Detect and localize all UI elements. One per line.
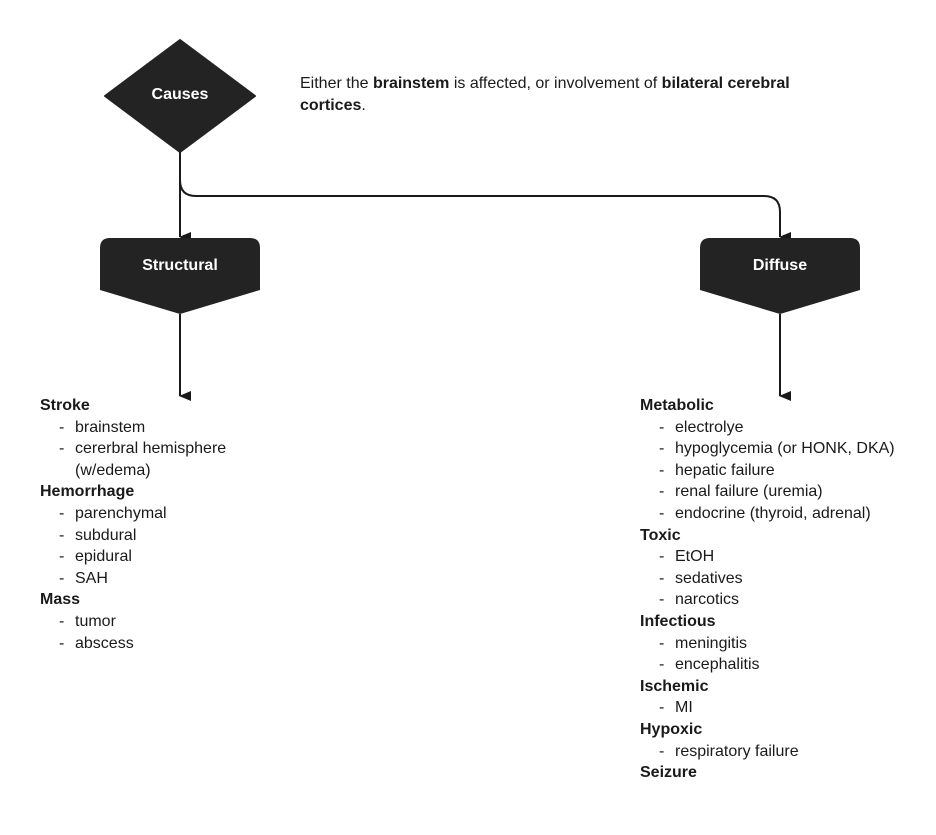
group-heading: Toxic <box>640 526 681 544</box>
group-heading: Infectious <box>640 612 716 630</box>
causes-note: Either the brainstem is affected, or inv… <box>300 73 820 117</box>
group-items: MI <box>640 697 930 719</box>
group-items: respiratory failure <box>640 741 930 763</box>
group-items: EtOHsedativesnarcotics <box>640 546 930 611</box>
list-item: parenchymal <box>40 503 280 525</box>
list-item: MI <box>640 697 930 719</box>
list-item: tumor <box>40 611 280 633</box>
list-item: renal failure (uremia) <box>640 481 930 503</box>
list-item: abscess <box>40 633 280 655</box>
list-item: cererbral hemisphere (w/edema) <box>40 438 280 481</box>
group-items: brainstemcererbral hemisphere (w/edema) <box>40 417 280 482</box>
group-heading: Ischemic <box>640 677 709 695</box>
structural-label: Structural <box>142 257 218 274</box>
group-heading: Hypoxic <box>640 720 703 738</box>
connector-causes-diffuse <box>179 179 791 242</box>
group-items: tumorabscess <box>40 611 280 654</box>
list-item: sedatives <box>640 568 930 590</box>
note-text-1: Either the <box>300 75 373 92</box>
list-item: EtOH <box>640 546 930 568</box>
list-item: encephalitis <box>640 654 930 676</box>
list-item: hypoglycemia (or HONK, DKA) <box>640 438 930 460</box>
structural-node-shape <box>100 238 260 314</box>
group-items: electrolyehypoglycemia (or HONK, DKA)hep… <box>640 417 930 525</box>
diffuse-node-shape <box>700 238 860 314</box>
list-item: electrolye <box>640 417 930 439</box>
list-item: hepatic failure <box>640 460 930 482</box>
group-heading: Hemorrhage <box>40 483 135 501</box>
list-item: subdural <box>40 525 280 547</box>
list-item: respiratory failure <box>640 741 930 763</box>
diffuse-causes-list: Metabolic electrolyehypoglycemia (or HONK… <box>640 395 930 784</box>
group-heading: Metabolic <box>640 397 714 414</box>
list-item: narcotics <box>640 589 930 611</box>
group-heading: Stroke <box>40 397 90 414</box>
note-bold-brainstem: brainstem <box>372 75 450 92</box>
causes-label: Causes <box>151 86 209 103</box>
note-text-3: . <box>361 97 366 114</box>
list-item: epidural <box>40 546 280 568</box>
diffuse-label: Diffuse <box>752 257 808 274</box>
list-item: endocrine (thyroid, adrenal) <box>640 503 930 525</box>
list-item: SAH <box>40 568 280 590</box>
note-bold-cortices: bilateral cerebral cortices <box>300 75 790 114</box>
group-heading: Seizure <box>640 764 697 782</box>
note-text-2: is affected, or involvement of <box>449 75 662 92</box>
group-heading: Mass <box>40 591 81 609</box>
list-item: meningitis <box>640 633 930 655</box>
group-items: parenchymalsubduralepiduralSAH <box>40 503 280 589</box>
group-items: meningitisencephalitis <box>640 633 930 676</box>
structural-causes-list: Stroke brainstemcererbral hemisphere (w/e… <box>40 395 280 654</box>
list-item: brainstem <box>40 417 280 439</box>
